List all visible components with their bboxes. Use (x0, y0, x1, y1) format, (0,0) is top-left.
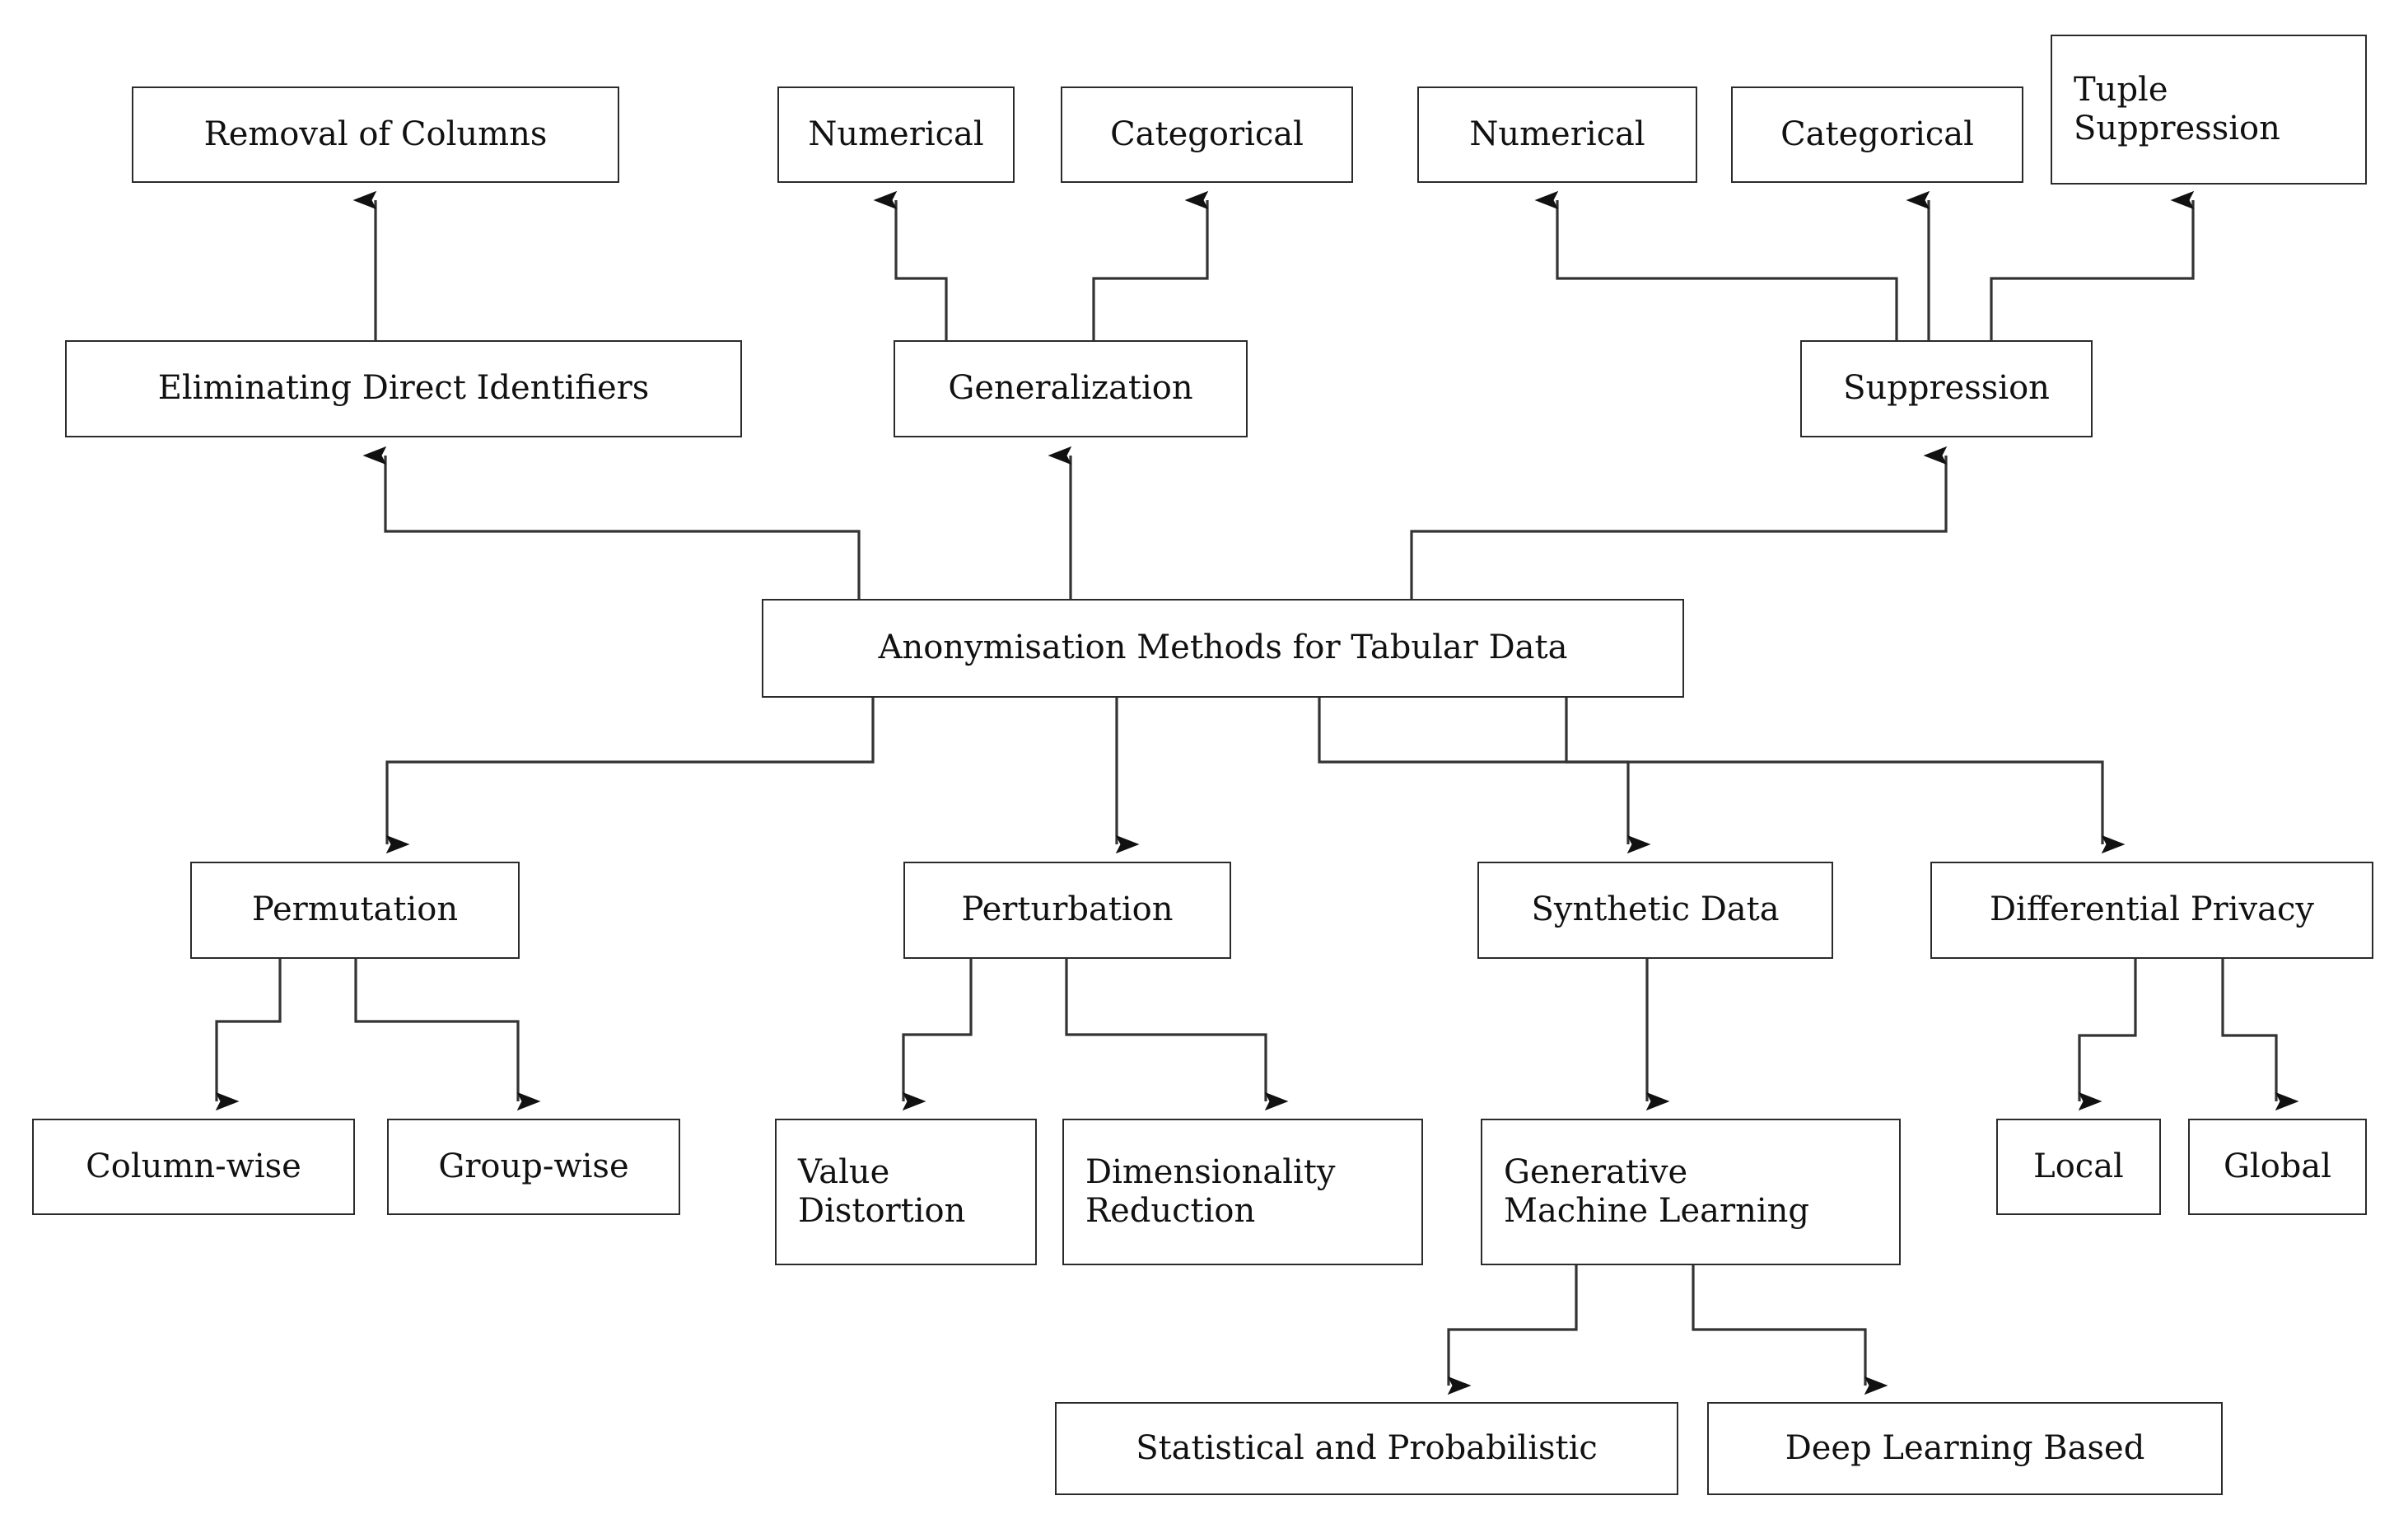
node-local[interactable]: Local (1996, 1119, 2161, 1215)
edge-gen-to-categorical (1092, 190, 1209, 340)
node-column_wise[interactable]: Column-wise (32, 1119, 355, 1215)
node-label-suppression: Suppression (1843, 369, 2050, 408)
node-root[interactable]: Anonymisation Methods for Tabular Data (762, 599, 1684, 698)
node-label-gen_categorical: Categorical (1110, 115, 1304, 153)
node-permutation[interactable]: Permutation (190, 862, 520, 959)
node-label-removal: Removal of Columns (203, 115, 548, 153)
node-dim_reduction[interactable]: Dimensionality Reduction (1062, 1119, 1423, 1265)
edge-root-to-eliminating (362, 446, 861, 599)
edge-sup-to-numerical (1534, 190, 1898, 340)
edge-sup-to-tuple (1990, 190, 2195, 340)
edge-root-to-diffprivacy (1565, 698, 2126, 854)
node-generalization[interactable]: Generalization (894, 340, 1248, 437)
node-sup_categorical[interactable]: Categorical (1731, 86, 2023, 183)
edge-pert-to-dim (1065, 959, 1289, 1111)
node-value_dist[interactable]: Value Distortion (775, 1119, 1037, 1265)
node-label-root: Anonymisation Methods for Tabular Data (878, 629, 1568, 667)
node-label-global: Global (2223, 1147, 2332, 1185)
node-gen_ml[interactable]: Generative Machine Learning (1481, 1119, 1901, 1265)
node-group_wise[interactable]: Group-wise (387, 1119, 680, 1215)
node-label-local: Local (2033, 1147, 2124, 1185)
node-deep_learning[interactable]: Deep Learning Based (1707, 1402, 2223, 1495)
node-label-column_wise: Column-wise (86, 1147, 301, 1185)
edge-perm-to-groupwise (354, 959, 541, 1111)
node-label-sup_numerical: Numerical (1469, 115, 1645, 153)
node-label-eliminating: Eliminating Direct Identifiers (157, 369, 650, 408)
edge-genml-to-stat (1447, 1265, 1578, 1395)
node-sup_numerical[interactable]: Numerical (1417, 86, 1697, 183)
node-label-diff_privacy: Differential Privacy (1989, 890, 2314, 929)
node-synthetic[interactable]: Synthetic Data (1477, 862, 1833, 959)
edge-dp-to-global (2221, 959, 2299, 1111)
node-eliminating[interactable]: Eliminating Direct Identifiers (65, 340, 742, 437)
node-suppression[interactable]: Suppression (1800, 340, 2093, 437)
node-label-tuple_sup: Tuple Suppression (2074, 70, 2280, 147)
node-label-deep_learning: Deep Learning Based (1785, 1428, 2145, 1467)
node-gen_numerical[interactable]: Numerical (777, 86, 1015, 183)
edge-root-to-suppression (1410, 446, 1948, 599)
node-label-gen_numerical: Numerical (808, 115, 984, 153)
node-label-group_wise: Group-wise (438, 1147, 629, 1185)
node-diff_privacy[interactable]: Differential Privacy (1930, 862, 2373, 959)
edge-dp-to-local (2078, 959, 2137, 1111)
node-perturbation[interactable]: Perturbation (903, 862, 1231, 959)
node-tuple_sup[interactable]: Tuple Suppression (2051, 35, 2367, 185)
node-label-generalization: Generalization (948, 369, 1193, 408)
node-label-sup_categorical: Categorical (1780, 115, 1974, 153)
node-gen_categorical[interactable]: Categorical (1061, 86, 1353, 183)
node-label-gen_ml: Generative Machine Learning (1504, 1152, 1810, 1230)
node-stat_prob[interactable]: Statistical and Probabilistic (1055, 1402, 1678, 1495)
node-label-perturbation: Perturbation (961, 890, 1174, 929)
edge-genml-to-deep (1692, 1265, 1888, 1395)
edge-perm-to-columnwise (215, 959, 282, 1111)
node-label-dim_reduction: Dimensionality Reduction (1085, 1152, 1336, 1230)
edge-root-to-synthetic (1318, 698, 1651, 854)
node-label-value_dist: Value Distortion (798, 1152, 966, 1230)
node-removal[interactable]: Removal of Columns (132, 86, 619, 183)
node-label-stat_prob: Statistical and Probabilistic (1136, 1428, 1598, 1467)
node-global[interactable]: Global (2188, 1119, 2367, 1215)
edge-root-to-permutation (385, 698, 875, 854)
edge-gen-to-numerical (873, 190, 948, 340)
node-label-permutation: Permutation (251, 890, 459, 929)
node-label-synthetic: Synthetic Data (1531, 890, 1780, 929)
edge-pert-to-value (902, 959, 973, 1111)
